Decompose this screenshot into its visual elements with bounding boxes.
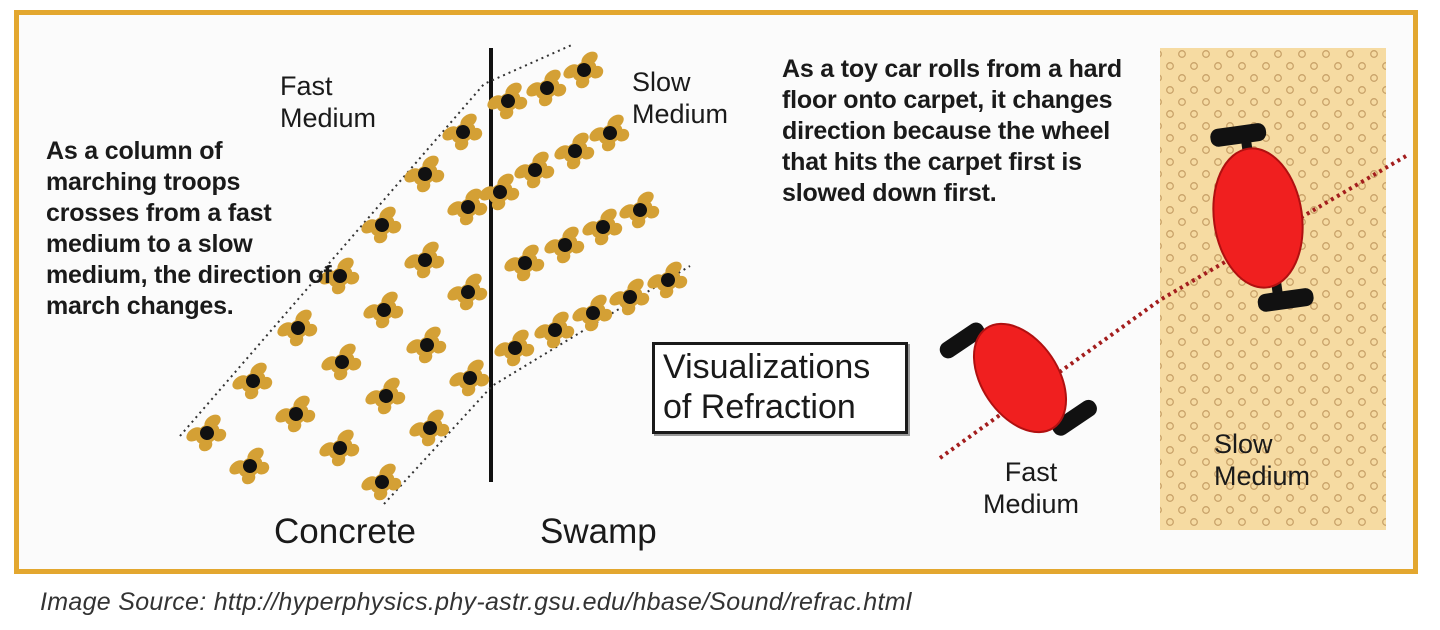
diagram-title: Visualizations of Refraction bbox=[652, 342, 908, 434]
soldier bbox=[609, 278, 650, 316]
toy-car-fast-medium bbox=[939, 322, 1097, 436]
soldier bbox=[319, 257, 360, 295]
soldier bbox=[404, 241, 445, 279]
soldier bbox=[544, 226, 585, 264]
soldier bbox=[321, 343, 362, 381]
soldier bbox=[229, 447, 270, 485]
soldier bbox=[449, 359, 490, 397]
swamp-label: Swamp bbox=[540, 512, 657, 551]
soldier bbox=[563, 51, 604, 89]
fast-medium-label-right: Fast Medium bbox=[982, 457, 1080, 519]
soldier bbox=[487, 82, 528, 120]
troops-description: As a column of marching troops crosses f… bbox=[46, 137, 332, 320]
soldier bbox=[277, 309, 318, 347]
slow-medium-label-left: Slow Medium bbox=[632, 67, 729, 129]
soldier bbox=[442, 113, 483, 151]
soldier bbox=[361, 206, 402, 244]
soldier bbox=[619, 191, 660, 229]
soldier bbox=[409, 409, 450, 447]
concrete-label: Concrete bbox=[274, 512, 417, 551]
soldier bbox=[526, 69, 567, 107]
slow-medium-label-right: Slow Medium bbox=[1214, 429, 1311, 491]
soldier bbox=[589, 114, 630, 152]
soldier bbox=[479, 173, 520, 211]
soldier bbox=[404, 155, 445, 193]
soldier bbox=[534, 311, 575, 349]
soldier bbox=[447, 273, 488, 311]
soldier bbox=[447, 188, 488, 226]
fast-medium-label-left: Fast Medium bbox=[280, 71, 377, 133]
soldier bbox=[514, 151, 555, 189]
soldier bbox=[365, 377, 406, 415]
image-source-caption: Image Source: http://hyperphysics.phy-as… bbox=[40, 588, 912, 616]
toy-car-slow-medium bbox=[1210, 123, 1314, 312]
soldier bbox=[647, 261, 688, 299]
marching-troops bbox=[186, 51, 688, 501]
soldier bbox=[582, 208, 623, 246]
soldier bbox=[361, 463, 402, 501]
soldier bbox=[319, 429, 360, 467]
soldier bbox=[554, 132, 595, 170]
soldier bbox=[186, 414, 227, 452]
car-description: As a toy car rolls from a hard floor ont… bbox=[782, 55, 1122, 207]
soldier bbox=[275, 395, 316, 433]
soldier bbox=[504, 244, 545, 282]
soldier bbox=[232, 362, 273, 400]
soldier bbox=[494, 329, 535, 367]
soldier bbox=[363, 291, 404, 329]
soldier bbox=[406, 326, 447, 364]
soldier bbox=[572, 294, 613, 332]
